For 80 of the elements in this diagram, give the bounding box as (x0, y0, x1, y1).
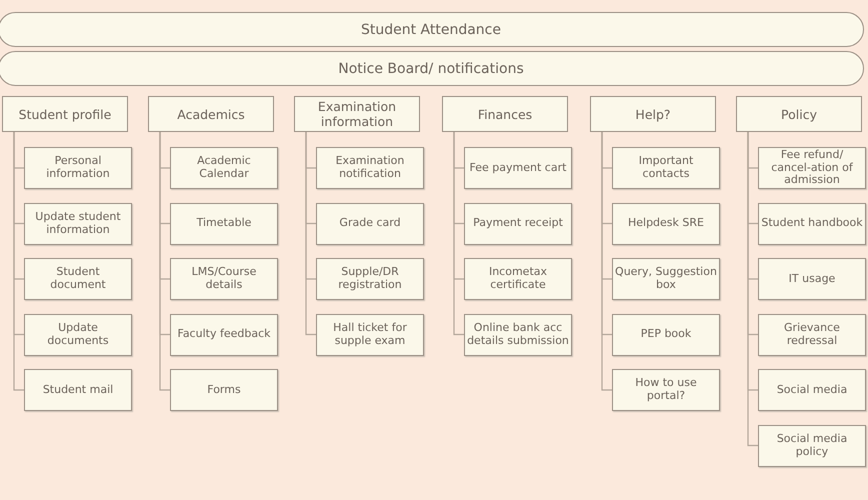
node-label: Notice Board/ notifications (338, 60, 524, 76)
menu-item-box (316, 314, 424, 356)
node-label: PEP book (640, 328, 692, 341)
node-label: Policy (781, 106, 817, 122)
node-label: Academics (177, 106, 245, 122)
menu-item-box (24, 147, 132, 189)
node-label: Student mail (42, 384, 114, 396)
menu-item-box (316, 258, 424, 300)
category-box (590, 96, 716, 132)
menu-item-box (464, 258, 572, 300)
menu-item-box (612, 369, 720, 411)
connector-line (159, 132, 170, 391)
node-label: Help? (635, 106, 671, 122)
category-box (736, 96, 862, 132)
banner-bar (0, 51, 864, 86)
menu-item-box (24, 258, 132, 300)
menu-item-box (758, 369, 866, 411)
node-label: Hall ticket for supple exam (332, 322, 408, 348)
node-label: Grievance redressal (783, 322, 841, 348)
node-label: How to use portal? (634, 377, 698, 403)
menu-item-box (24, 202, 132, 244)
menu-item-box (758, 147, 866, 189)
node-label: Forms (207, 384, 241, 396)
category-box (2, 96, 128, 132)
menu-item-box (464, 314, 572, 356)
node-label: IT usage (788, 272, 836, 286)
node-label: Faculty feedback (178, 328, 270, 341)
node-label: Fee refund/ cancel-ation of admission (770, 149, 854, 187)
menu-item-box (170, 314, 278, 356)
node-label: Social media (776, 384, 848, 396)
category-box (294, 96, 420, 132)
node-label: LMS/Course details (190, 266, 258, 292)
menu-item-box (758, 202, 866, 244)
menu-item-box (464, 147, 572, 189)
menu-item-box (170, 202, 278, 244)
node-label: Query, Suggestion box (615, 266, 717, 292)
category-box (148, 96, 274, 132)
menu-item-box (24, 314, 132, 356)
node-label: Supple/DR registration (337, 266, 403, 292)
node-label: Finances (478, 106, 532, 122)
node-label: Incometax certificate (488, 266, 548, 292)
node-label: Update documents (46, 322, 110, 348)
node-label: Personal information (45, 155, 111, 181)
menu-item-box (316, 147, 424, 189)
node-label: Grade card (339, 217, 401, 230)
node-label: Academic Calendar (196, 155, 252, 181)
node-label: Social media policy (776, 432, 848, 458)
menu-item-box (316, 202, 424, 244)
menu-item-box (170, 147, 278, 189)
node-label: Payment receipt (473, 217, 563, 230)
node-label: Student profile (18, 106, 112, 122)
node-label: Helpdesk SRE (628, 217, 704, 230)
node-label: Online bank acc details submission (467, 322, 569, 348)
menu-item-box (170, 258, 278, 300)
connector-line (453, 132, 464, 336)
connector-line (305, 132, 316, 336)
menu-item-box (24, 369, 132, 411)
menu-item-box (464, 202, 572, 244)
node-label: Timetable (196, 217, 252, 230)
connector-line (601, 132, 612, 391)
node-label: Student handbook (761, 217, 863, 230)
node-label: Fee payment cart (470, 162, 566, 174)
menu-item-box (612, 258, 720, 300)
banner-bar (0, 12, 864, 47)
connector-line (13, 132, 24, 391)
node-label: Student Attendance (360, 22, 501, 38)
menu-item-box (612, 314, 720, 356)
node-label: Examination information (316, 99, 398, 129)
node-label: Examination notification (334, 155, 406, 181)
node-label: Important contacts (638, 155, 694, 181)
menu-item-box (758, 424, 866, 466)
menu-item-box (612, 147, 720, 189)
category-box (442, 96, 568, 132)
menu-item-box (758, 258, 866, 300)
menu-item-box (612, 202, 720, 244)
menu-item-box (758, 314, 866, 356)
menu-item-box (170, 369, 278, 411)
connector-line (747, 132, 758, 446)
node-label: Student document (49, 266, 107, 292)
node-label: Update student information (34, 210, 122, 236)
